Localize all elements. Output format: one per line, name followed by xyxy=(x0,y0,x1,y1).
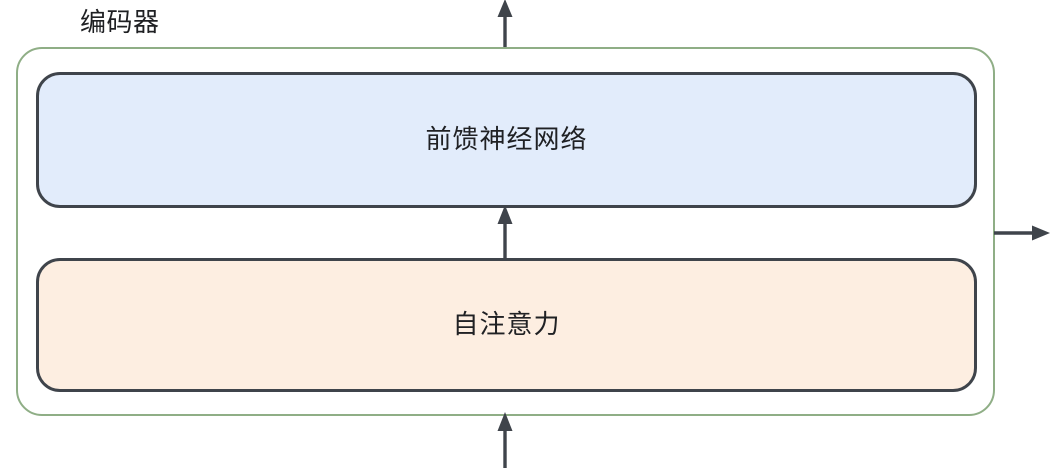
block-feed-forward-network[interactable]: 前馈神经网络 xyxy=(36,72,977,208)
arrow-output-top-icon xyxy=(487,0,523,54)
block-self-attention-label: 自注意力 xyxy=(452,310,561,340)
arrow-between-blocks-icon xyxy=(487,203,523,263)
block-feed-forward-network-label: 前馈神经网络 xyxy=(425,125,588,155)
arrow-input-bottom-icon xyxy=(487,410,523,468)
arrow-output-right-icon xyxy=(992,215,1051,251)
page-title: 编码器 xyxy=(80,8,160,38)
block-self-attention[interactable]: 自注意力 xyxy=(36,258,977,392)
